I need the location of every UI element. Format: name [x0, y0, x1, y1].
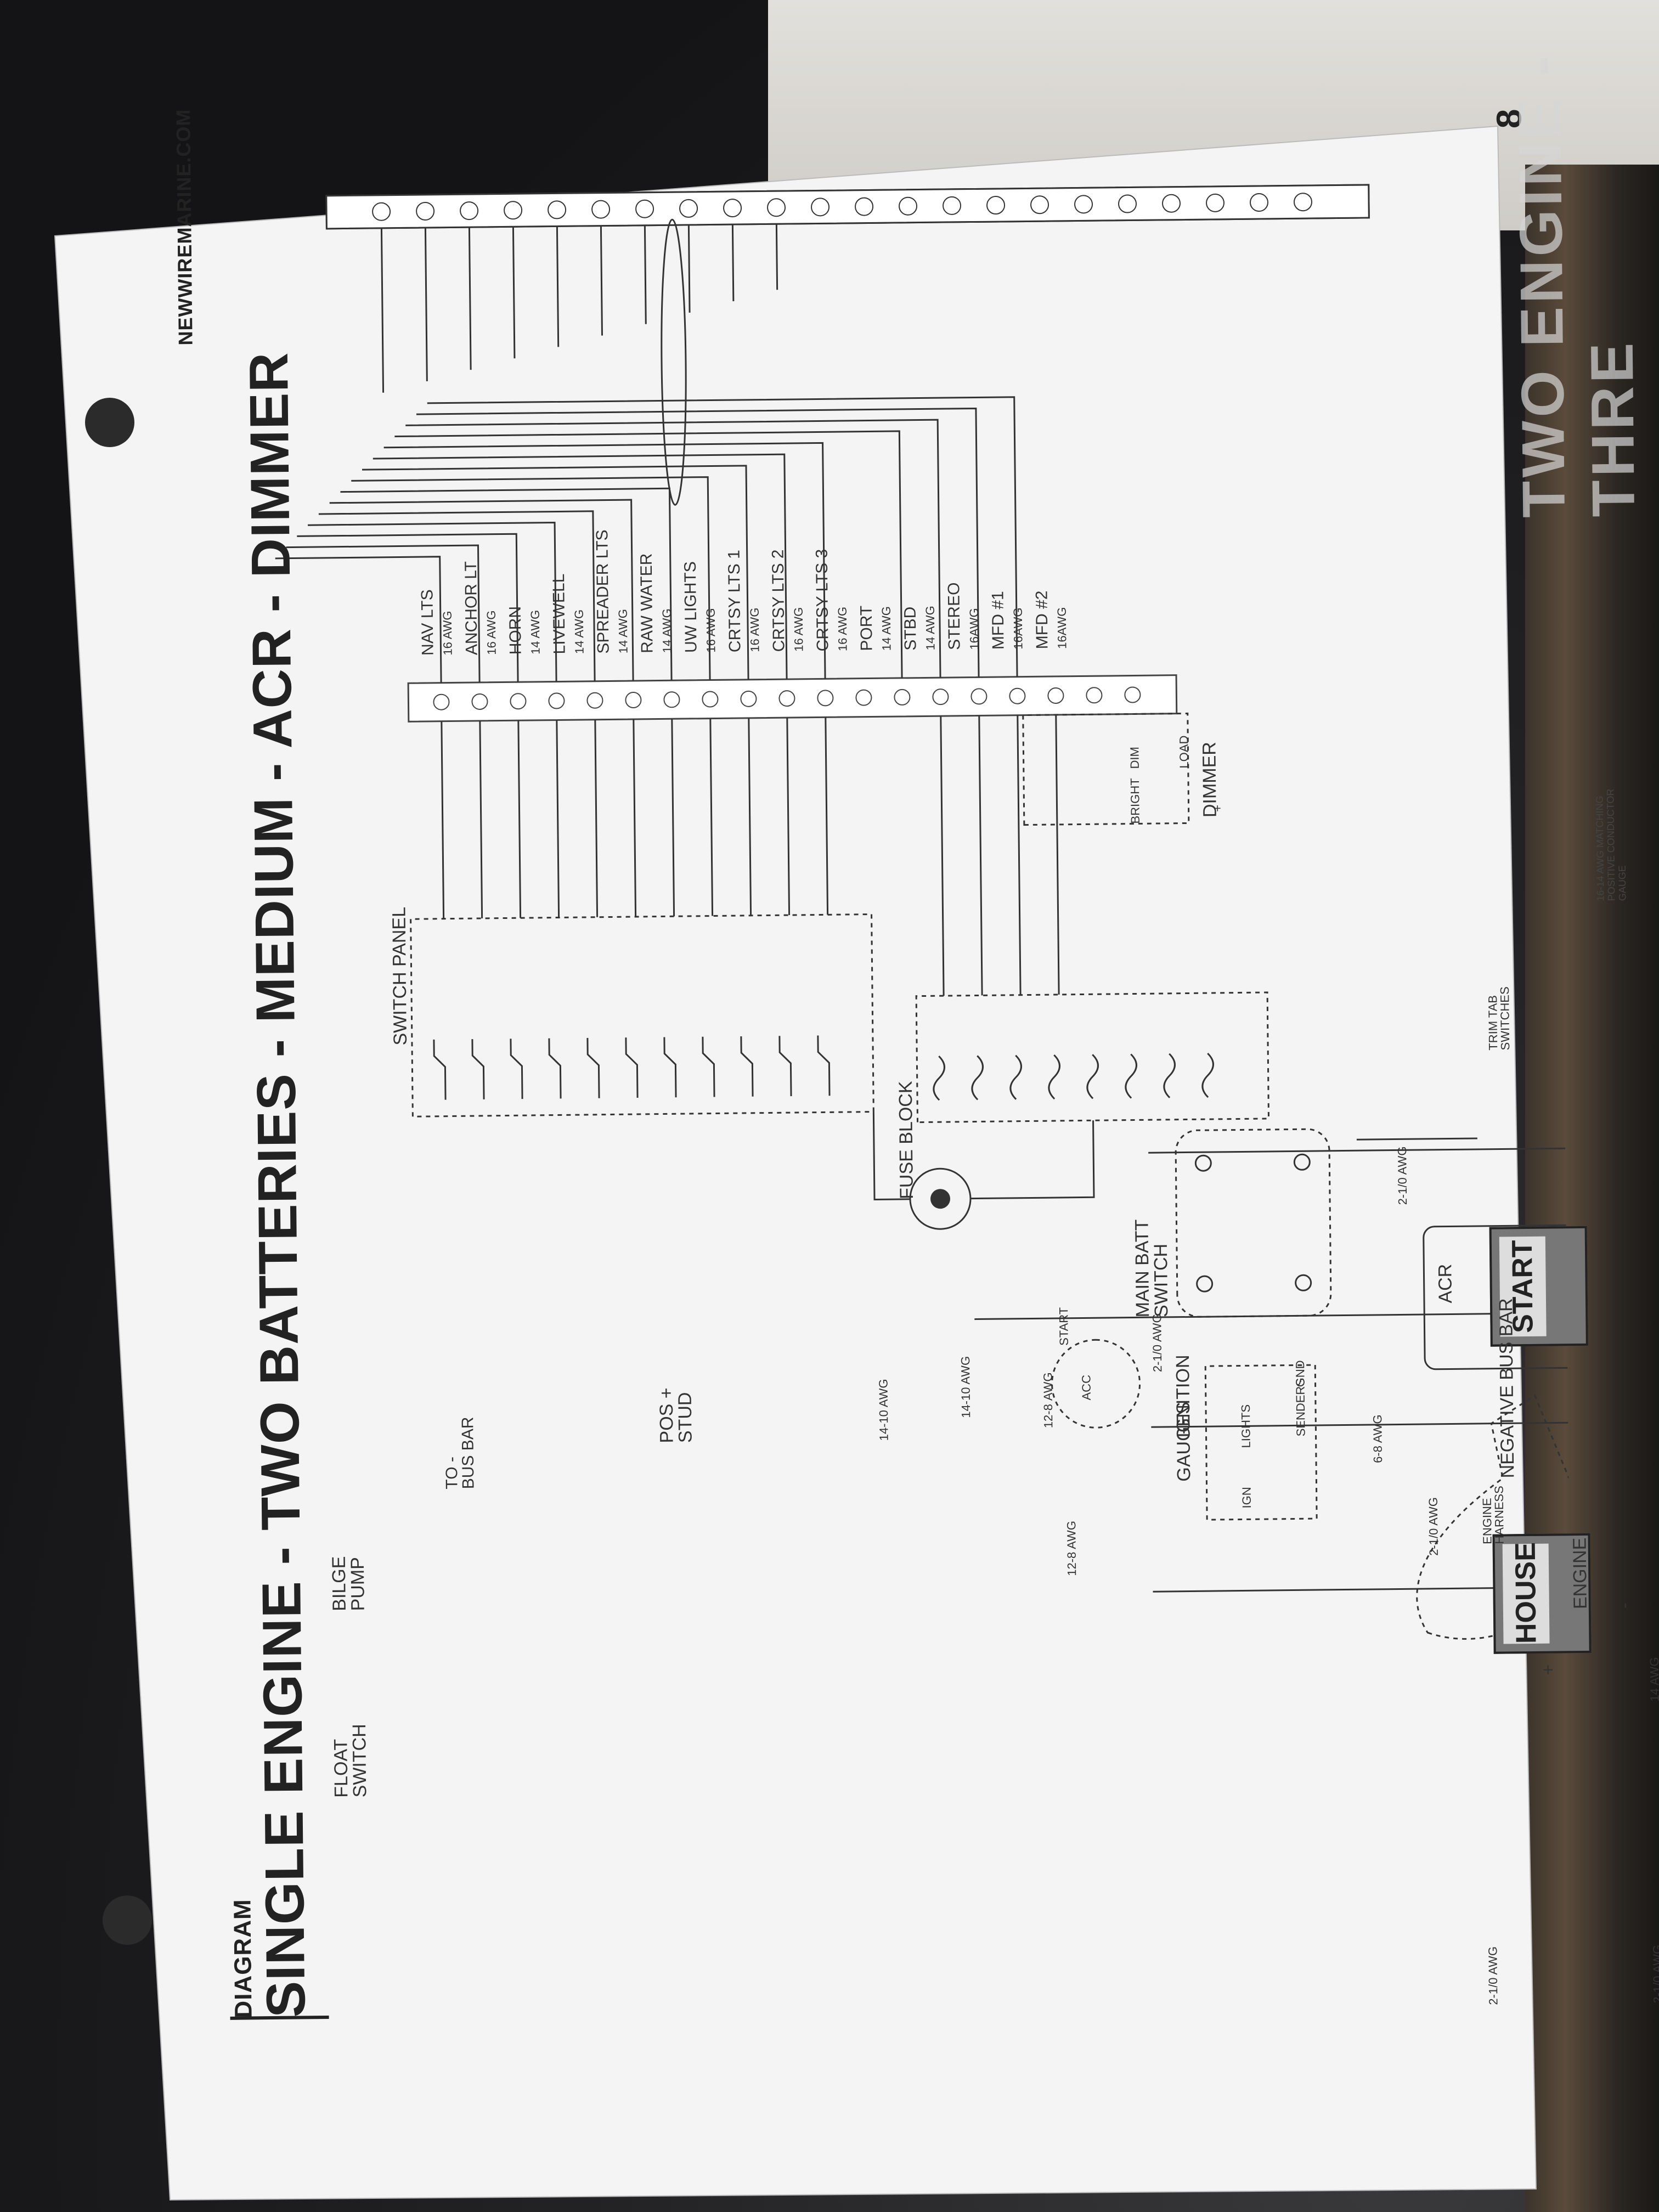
background-rim: [1525, 165, 1659, 2212]
